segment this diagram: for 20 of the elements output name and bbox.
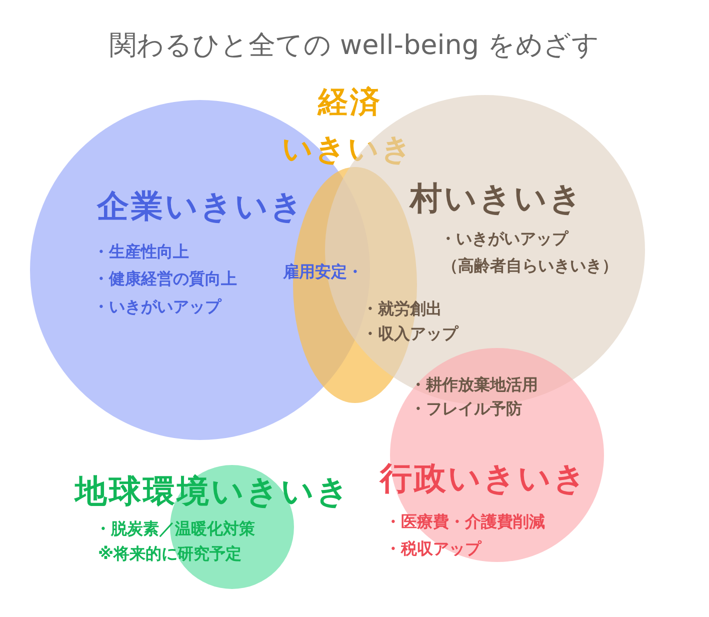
list-item: ※将来的に研究予定 xyxy=(98,545,242,564)
list-item: ・生産性向上 xyxy=(93,243,189,262)
list-item: ・健康経営の質向上 xyxy=(93,270,237,288)
circle-heading: 経済 xyxy=(318,86,382,120)
circle-heading: いきいき xyxy=(282,133,414,168)
list-item: ・脱炭素／温暖化対策 xyxy=(95,520,255,538)
circle-heading: 行政いきいき xyxy=(380,460,588,497)
list-item: ・フレイル予防 xyxy=(410,400,522,418)
list-item: ・収入アップ xyxy=(362,325,458,344)
list-item: ・耕作放棄地活用 xyxy=(410,376,538,394)
title: 関わるひと全ての well-being をめざす xyxy=(108,30,601,62)
circle-heading: 企業いきいき xyxy=(97,188,305,225)
circle-heading: 村いきいき xyxy=(410,180,584,217)
list-item: ・税収アップ xyxy=(385,540,481,558)
circle-heading: 地球環境いきいき xyxy=(75,473,351,510)
list-item: ・就労創出 xyxy=(362,300,442,318)
list-item: ・医療費・介護費削減 xyxy=(385,513,545,532)
list-item: ・いきがいアップ xyxy=(93,298,221,316)
list-item: ・いきがいアップ xyxy=(440,230,568,248)
list-item: （高齢者自らいきいき） xyxy=(442,257,618,276)
